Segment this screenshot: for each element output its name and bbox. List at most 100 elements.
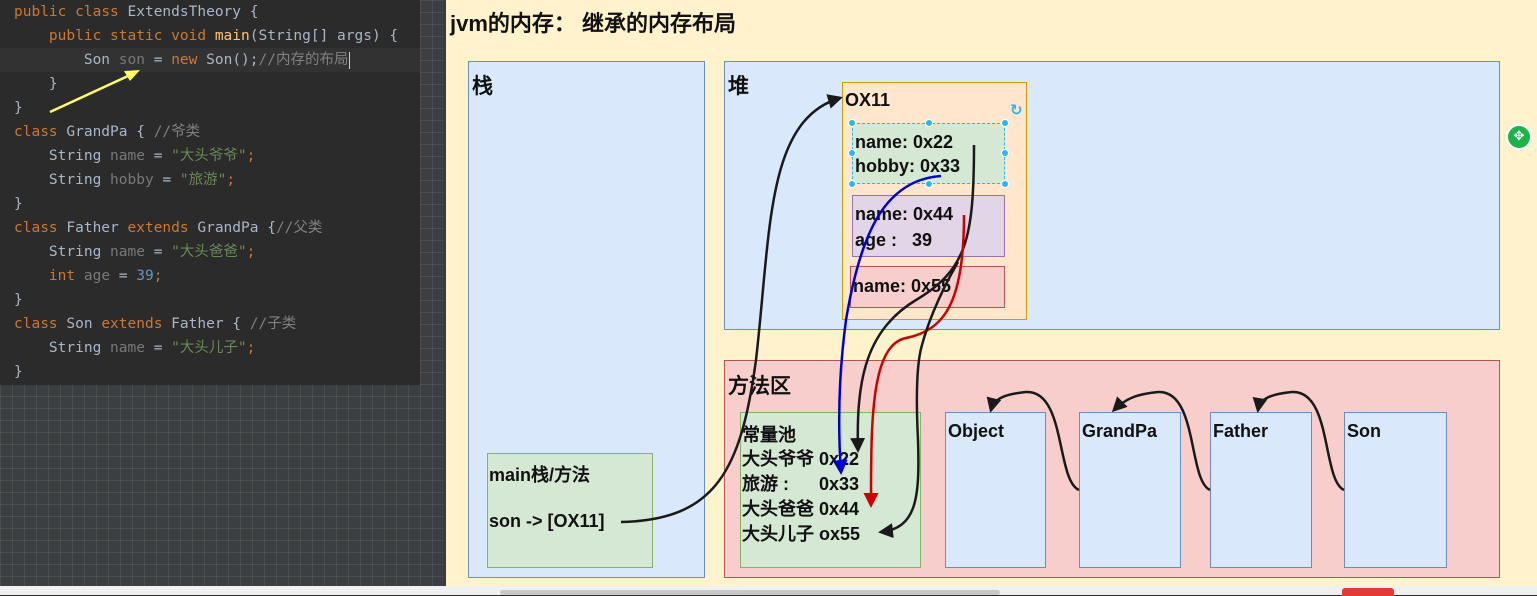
- string-literal: "大头爷爷": [171, 148, 247, 164]
- resize-handle[interactable]: [1001, 119, 1009, 127]
- brace: }: [14, 292, 23, 308]
- resize-handle[interactable]: [848, 180, 856, 188]
- keyword: class: [75, 4, 119, 20]
- father-age-field: age : 39: [855, 230, 933, 250]
- code-line-2: public static void main(String[] args) {: [14, 24, 398, 48]
- code-line-15: String name = "大头儿子";: [14, 336, 255, 360]
- code-line-8: String hobby = "旅游";: [14, 168, 235, 192]
- constant-pool-row: 大头儿子 ox55: [742, 524, 861, 544]
- inherit-arrow-grandpa-object: [986, 390, 1080, 492]
- field: hobby: [110, 172, 154, 188]
- type: String: [48, 148, 102, 164]
- constant-pool-box[interactable]: [740, 412, 921, 568]
- ref-arrow-stack-to-heap: [620, 94, 843, 524]
- field: name: [110, 148, 145, 164]
- comment: //爷类: [153, 124, 201, 140]
- operator: =: [153, 52, 163, 68]
- class-son-box[interactable]: [1344, 412, 1447, 568]
- string-literal: "大头儿子": [171, 340, 247, 356]
- brace: {: [136, 124, 145, 140]
- semicolon: ;: [246, 340, 256, 356]
- object-address: OX11: [845, 90, 891, 110]
- diagram-connectors: [620, 94, 1345, 539]
- ref-arrow-father-name: [863, 214, 966, 508]
- semicolon: ;: [246, 148, 256, 164]
- code-line-13: }: [14, 288, 23, 312]
- main-stack-frame[interactable]: [487, 453, 653, 568]
- constant-pool-row: 大头爸爸 0x44: [742, 499, 860, 519]
- class-father-box[interactable]: [1210, 412, 1312, 568]
- grandpa-name-field: name: 0x22: [855, 132, 954, 152]
- resize-handle[interactable]: [925, 119, 933, 127]
- ref-arrow-grandpa-name: [850, 144, 976, 453]
- father-fields-box[interactable]: [852, 195, 1005, 257]
- code-line-10: class Father extends GrandPa {//父类: [14, 216, 322, 240]
- code-line-4: }: [14, 72, 58, 96]
- semicolon: ;: [246, 244, 256, 260]
- code-line-3-current[interactable]: Son son = new Son();//内存的布局: [0, 48, 420, 72]
- method-area-label: 方法区: [728, 375, 791, 398]
- horizontal-scrollbar[interactable]: [500, 590, 1000, 595]
- operator: =: [153, 340, 163, 356]
- number-literal: 39: [136, 268, 154, 284]
- text-caret: [349, 51, 351, 69]
- diagram-canvas[interactable]: jvm的内存： 继承的内存布局 栈 main栈/方法 son -> [OX11]…: [444, 0, 1537, 595]
- type: String: [48, 340, 102, 356]
- resize-handle[interactable]: [925, 180, 933, 188]
- operator: =: [153, 244, 163, 260]
- ref-arrow-son-name: [878, 261, 960, 539]
- keyword: public: [48, 28, 102, 44]
- keyword: class: [14, 316, 58, 332]
- resize-handle[interactable]: [848, 119, 856, 127]
- resize-handle[interactable]: [848, 149, 856, 157]
- move-icon[interactable]: [1506, 124, 1532, 150]
- constant-pool-label: 常量池: [742, 425, 796, 445]
- operator: =: [162, 172, 172, 188]
- ref-arrow-hobby: [832, 174, 942, 475]
- method-name: main: [214, 28, 250, 44]
- rotate-icon[interactable]: ↻: [1010, 101, 1023, 119]
- type: String: [48, 172, 102, 188]
- class-father-label: Father: [1213, 421, 1269, 441]
- code-line-11: String name = "大头爸爸";: [14, 240, 255, 264]
- semicolon: ;: [226, 172, 236, 188]
- class-grandpa-box[interactable]: [1079, 412, 1181, 568]
- class-object-label: Object: [948, 421, 1005, 441]
- brace: {: [249, 4, 259, 20]
- operator: =: [153, 148, 163, 164]
- main-frame-label: main栈/方法: [489, 465, 591, 485]
- code-line-1: public class ExtendsTheory {: [14, 0, 258, 24]
- resize-handle[interactable]: [1001, 149, 1009, 157]
- keyword: static: [110, 28, 163, 44]
- comment: //内存的布局: [258, 52, 349, 68]
- constant-pool-row: 旅游 : 0x33: [742, 474, 860, 494]
- constructor-call: Son();: [206, 52, 259, 68]
- code-area[interactable]: public class ExtendsTheory { public stat…: [0, 0, 420, 385]
- comment: //父类: [275, 220, 323, 236]
- keyword: extends: [127, 220, 189, 236]
- code-line-12: int age = 39;: [14, 264, 163, 288]
- string-literal: "旅游": [179, 172, 227, 188]
- code-line-7: String name = "大头爷爷";: [14, 144, 255, 168]
- code-line-16: }: [14, 360, 23, 384]
- keyword: extends: [101, 316, 163, 332]
- string-literal: "大头爸爸": [171, 244, 247, 260]
- resize-handle[interactable]: [1001, 180, 1009, 188]
- grandpa-hobby-field: hobby: 0x33: [855, 156, 961, 176]
- field: age: [83, 268, 111, 284]
- class-grandpa-label: GrandPa: [1082, 421, 1158, 441]
- brace: }: [48, 76, 58, 92]
- class-son-label: Son: [1347, 421, 1381, 441]
- class-object-box[interactable]: [945, 412, 1046, 568]
- brace: {: [232, 316, 242, 332]
- son-reference: son -> [OX11]: [489, 511, 605, 531]
- code-line-6: class GrandPa { //爷类: [14, 120, 200, 144]
- brace: }: [14, 364, 23, 380]
- keyword: class: [14, 124, 58, 140]
- code-editor-pane[interactable]: public class ExtendsTheory { public stat…: [0, 0, 444, 595]
- class-name: GrandPa: [197, 220, 259, 236]
- keyword: new: [171, 52, 198, 68]
- son-fields-box[interactable]: [850, 266, 1005, 308]
- brace: }: [14, 100, 23, 116]
- operator: =: [118, 268, 128, 284]
